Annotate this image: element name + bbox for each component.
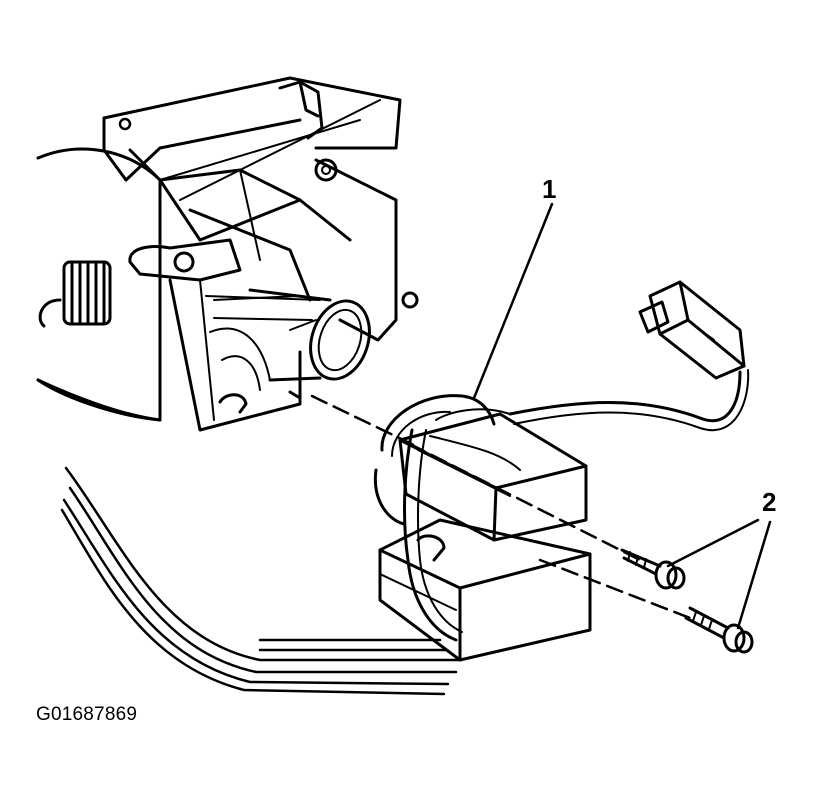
switch-assembly <box>375 396 590 660</box>
bolt-lower <box>686 608 752 652</box>
splined-shaft <box>40 262 110 326</box>
figure-id: G01687869 <box>36 704 138 725</box>
callout-label-2: 2 <box>762 487 777 517</box>
callout-label-1: 1 <box>542 174 557 204</box>
electrical-connector <box>640 282 744 378</box>
ribbon-wires <box>62 468 460 694</box>
wiring-harness <box>430 282 748 470</box>
leader-lines <box>474 204 770 628</box>
steering-column-housing <box>38 78 417 430</box>
bolt-upper <box>622 550 684 588</box>
alignment-lines <box>312 396 690 618</box>
column-bore <box>250 290 379 387</box>
